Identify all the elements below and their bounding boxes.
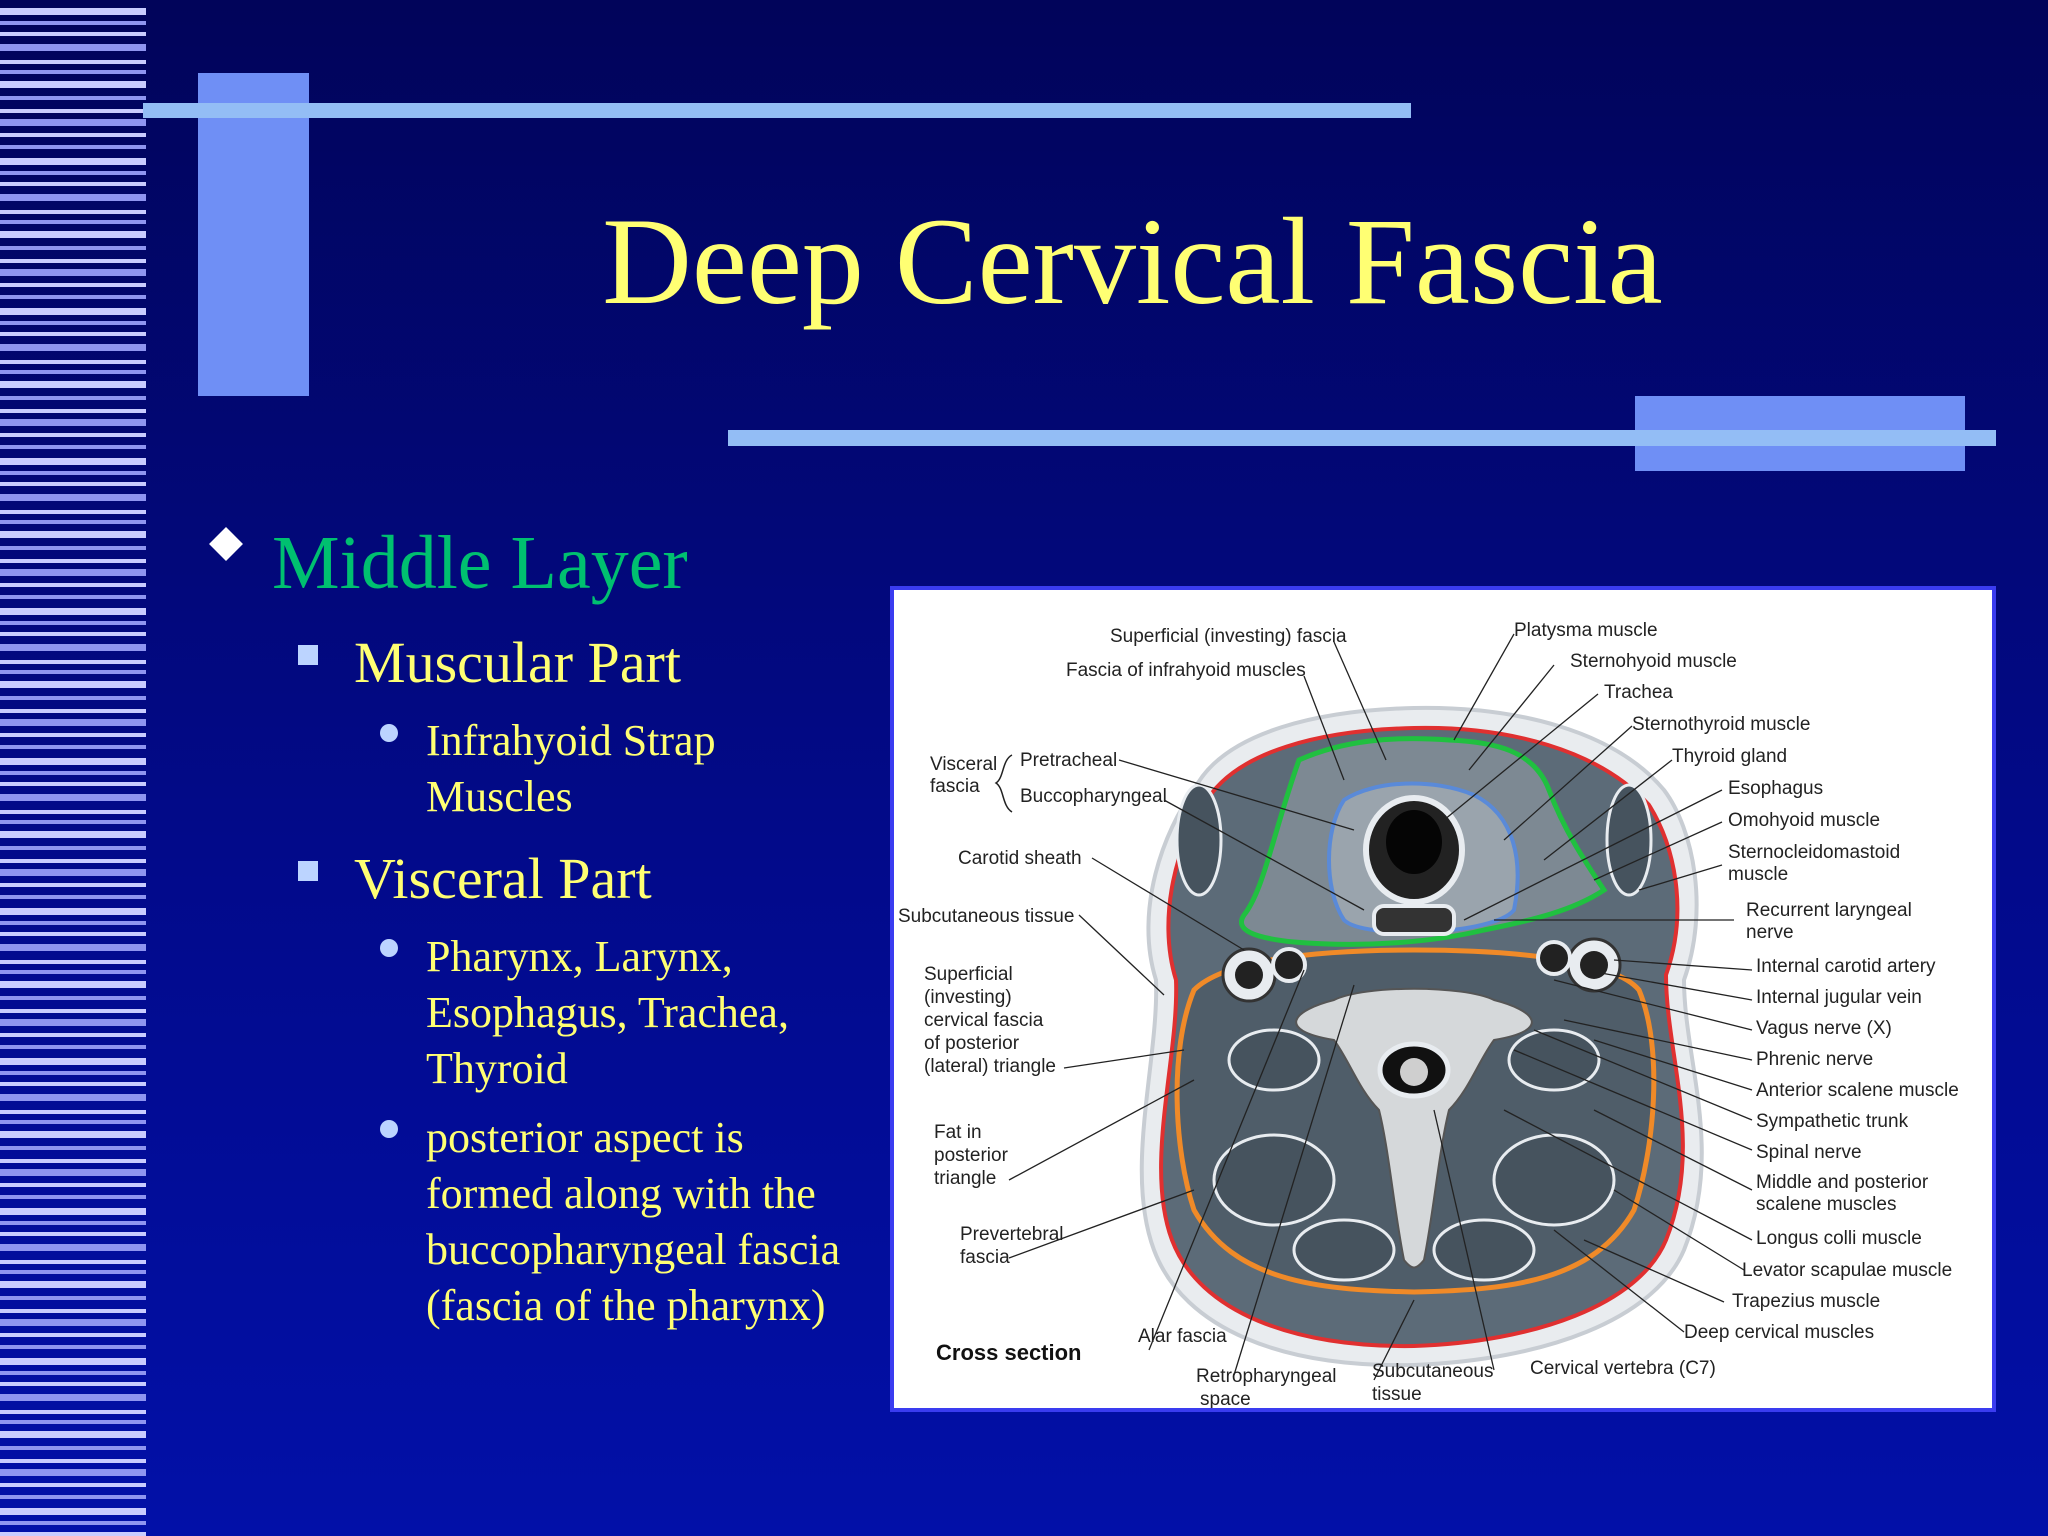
svg-text:of posterior: of posterior bbox=[924, 1033, 1020, 1054]
svg-text:Prevertebral: Prevertebral bbox=[960, 1224, 1064, 1245]
label-cervical-vertebra: Cervical vertebra (C7) bbox=[1530, 1358, 1716, 1379]
svg-text:Middle and posterior: Middle and posterior bbox=[1756, 1172, 1929, 1193]
svg-text:fascia: fascia bbox=[960, 1247, 1010, 1268]
slide-title: Deep Cervical Fascia bbox=[602, 193, 1663, 330]
svg-text:Trachea: Trachea bbox=[1604, 682, 1673, 703]
trachea-lumen bbox=[1386, 810, 1442, 874]
accent-block-top bbox=[198, 73, 309, 396]
accent-line-top bbox=[143, 103, 1411, 118]
svg-text:Thyroid gland: Thyroid gland bbox=[1672, 746, 1787, 767]
svg-text:nerve: nerve bbox=[1746, 922, 1794, 943]
svg-text:(lateral) triangle: (lateral) triangle bbox=[924, 1056, 1056, 1077]
vertebra-shape bbox=[1295, 987, 1533, 1269]
neck-cross-section-figure: Superficial (investing) fascia Fascia of… bbox=[890, 586, 1996, 1412]
svg-text:Recurrent laryngeal: Recurrent laryngeal bbox=[1746, 900, 1912, 921]
esophagus-shape bbox=[1372, 904, 1456, 936]
svg-text:Anterior scalene muscle: Anterior scalene muscle bbox=[1756, 1080, 1959, 1101]
svg-text:Deep cervical muscles: Deep cervical muscles bbox=[1684, 1322, 1874, 1343]
square-bullet-icon bbox=[298, 861, 318, 881]
svg-text:scalene muscles: scalene muscles bbox=[1756, 1194, 1896, 1215]
svg-text:Levator scapulae muscle: Levator scapulae muscle bbox=[1742, 1260, 1952, 1281]
svg-text:Subcutaneous: Subcutaneous bbox=[1372, 1361, 1494, 1382]
svg-text:Spinal nerve: Spinal nerve bbox=[1756, 1142, 1862, 1163]
dot-bullet-icon bbox=[380, 939, 398, 957]
svg-text:Sternocleidomastoid: Sternocleidomastoid bbox=[1728, 842, 1900, 863]
svg-text:Platysma muscle: Platysma muscle bbox=[1514, 620, 1658, 641]
svg-text:posterior: posterior bbox=[934, 1145, 1009, 1166]
bullet-posterior-aspect: posterior aspect is formed along with th… bbox=[426, 1113, 841, 1330]
label-superficial-investing-fascia: Superficial (investing) fascia bbox=[1110, 626, 1347, 647]
svg-text:triangle: triangle bbox=[934, 1168, 996, 1189]
svg-text:(investing): (investing) bbox=[924, 987, 1012, 1008]
label-carotid-sheath: Carotid sheath bbox=[958, 848, 1082, 869]
bullet-visceral-organs: Pharynx, Larynx, Esophagus, Trachea, Thy… bbox=[426, 932, 789, 1093]
svg-text:Fat in: Fat in bbox=[934, 1122, 982, 1143]
svg-text:Sternothyroid muscle: Sternothyroid muscle bbox=[1632, 714, 1810, 735]
label-buccopharyngeal: Buccopharyngeal bbox=[1020, 786, 1167, 807]
svg-text:Phrenic nerve: Phrenic nerve bbox=[1756, 1049, 1873, 1070]
svg-text:Sympathetic trunk: Sympathetic trunk bbox=[1756, 1111, 1909, 1132]
svg-text:tissue: tissue bbox=[1372, 1384, 1422, 1405]
svg-text:Sternohyoid muscle: Sternohyoid muscle bbox=[1570, 651, 1737, 672]
leader-lines bbox=[1008, 633, 1753, 1381]
svg-text:Internal carotid artery: Internal carotid artery bbox=[1756, 956, 1936, 977]
cross-section-illustration: Superficial (investing) fascia Fascia of… bbox=[898, 620, 1959, 1408]
label-visceral-fascia-1: Visceral bbox=[930, 754, 997, 775]
svg-text:Esophagus: Esophagus bbox=[1728, 778, 1823, 799]
label-pretracheal: Pretracheal bbox=[1020, 750, 1117, 771]
svg-text:Vagus nerve (X): Vagus nerve (X) bbox=[1756, 1018, 1892, 1039]
svg-text:Superficial: Superficial bbox=[924, 964, 1013, 985]
bullet-infrahyoid: Infrahyoid Strap Muscles bbox=[426, 716, 716, 821]
svg-text:space: space bbox=[1200, 1389, 1251, 1408]
dot-bullet-icon bbox=[380, 1120, 398, 1138]
svg-text:Longus colli muscle: Longus colli muscle bbox=[1756, 1228, 1922, 1249]
svg-text:Retropharyngeal: Retropharyngeal bbox=[1196, 1366, 1336, 1387]
svg-text:Internal jugular vein: Internal jugular vein bbox=[1756, 987, 1922, 1008]
label-alar-fascia: Alar fascia bbox=[1138, 1326, 1227, 1347]
diamond-bullet-icon bbox=[209, 527, 243, 561]
accent-line-mid bbox=[728, 430, 1996, 446]
svg-text:Omohyoid muscle: Omohyoid muscle bbox=[1728, 810, 1880, 831]
stripe-decoration bbox=[0, 8, 146, 1536]
square-bullet-icon bbox=[298, 645, 318, 665]
bullet-muscular-part: Muscular Part bbox=[354, 630, 681, 695]
figure-caption: Cross section bbox=[936, 1340, 1082, 1365]
label-visceral-fascia-2: fascia bbox=[930, 776, 980, 797]
svg-text:Trapezius muscle: Trapezius muscle bbox=[1732, 1291, 1880, 1312]
svg-text:muscle: muscle bbox=[1728, 864, 1788, 885]
label-subcutaneous-tissue: Subcutaneous tissue bbox=[898, 906, 1074, 927]
dot-bullet-icon bbox=[380, 724, 398, 742]
svg-text:cervical fascia: cervical fascia bbox=[924, 1010, 1044, 1031]
bullet-visceral-part: Visceral Part bbox=[354, 846, 652, 911]
label-fascia-infrahyoid: Fascia of infrahyoid muscles bbox=[1066, 660, 1306, 681]
bullet-middle-layer: Middle Layer bbox=[272, 521, 688, 605]
